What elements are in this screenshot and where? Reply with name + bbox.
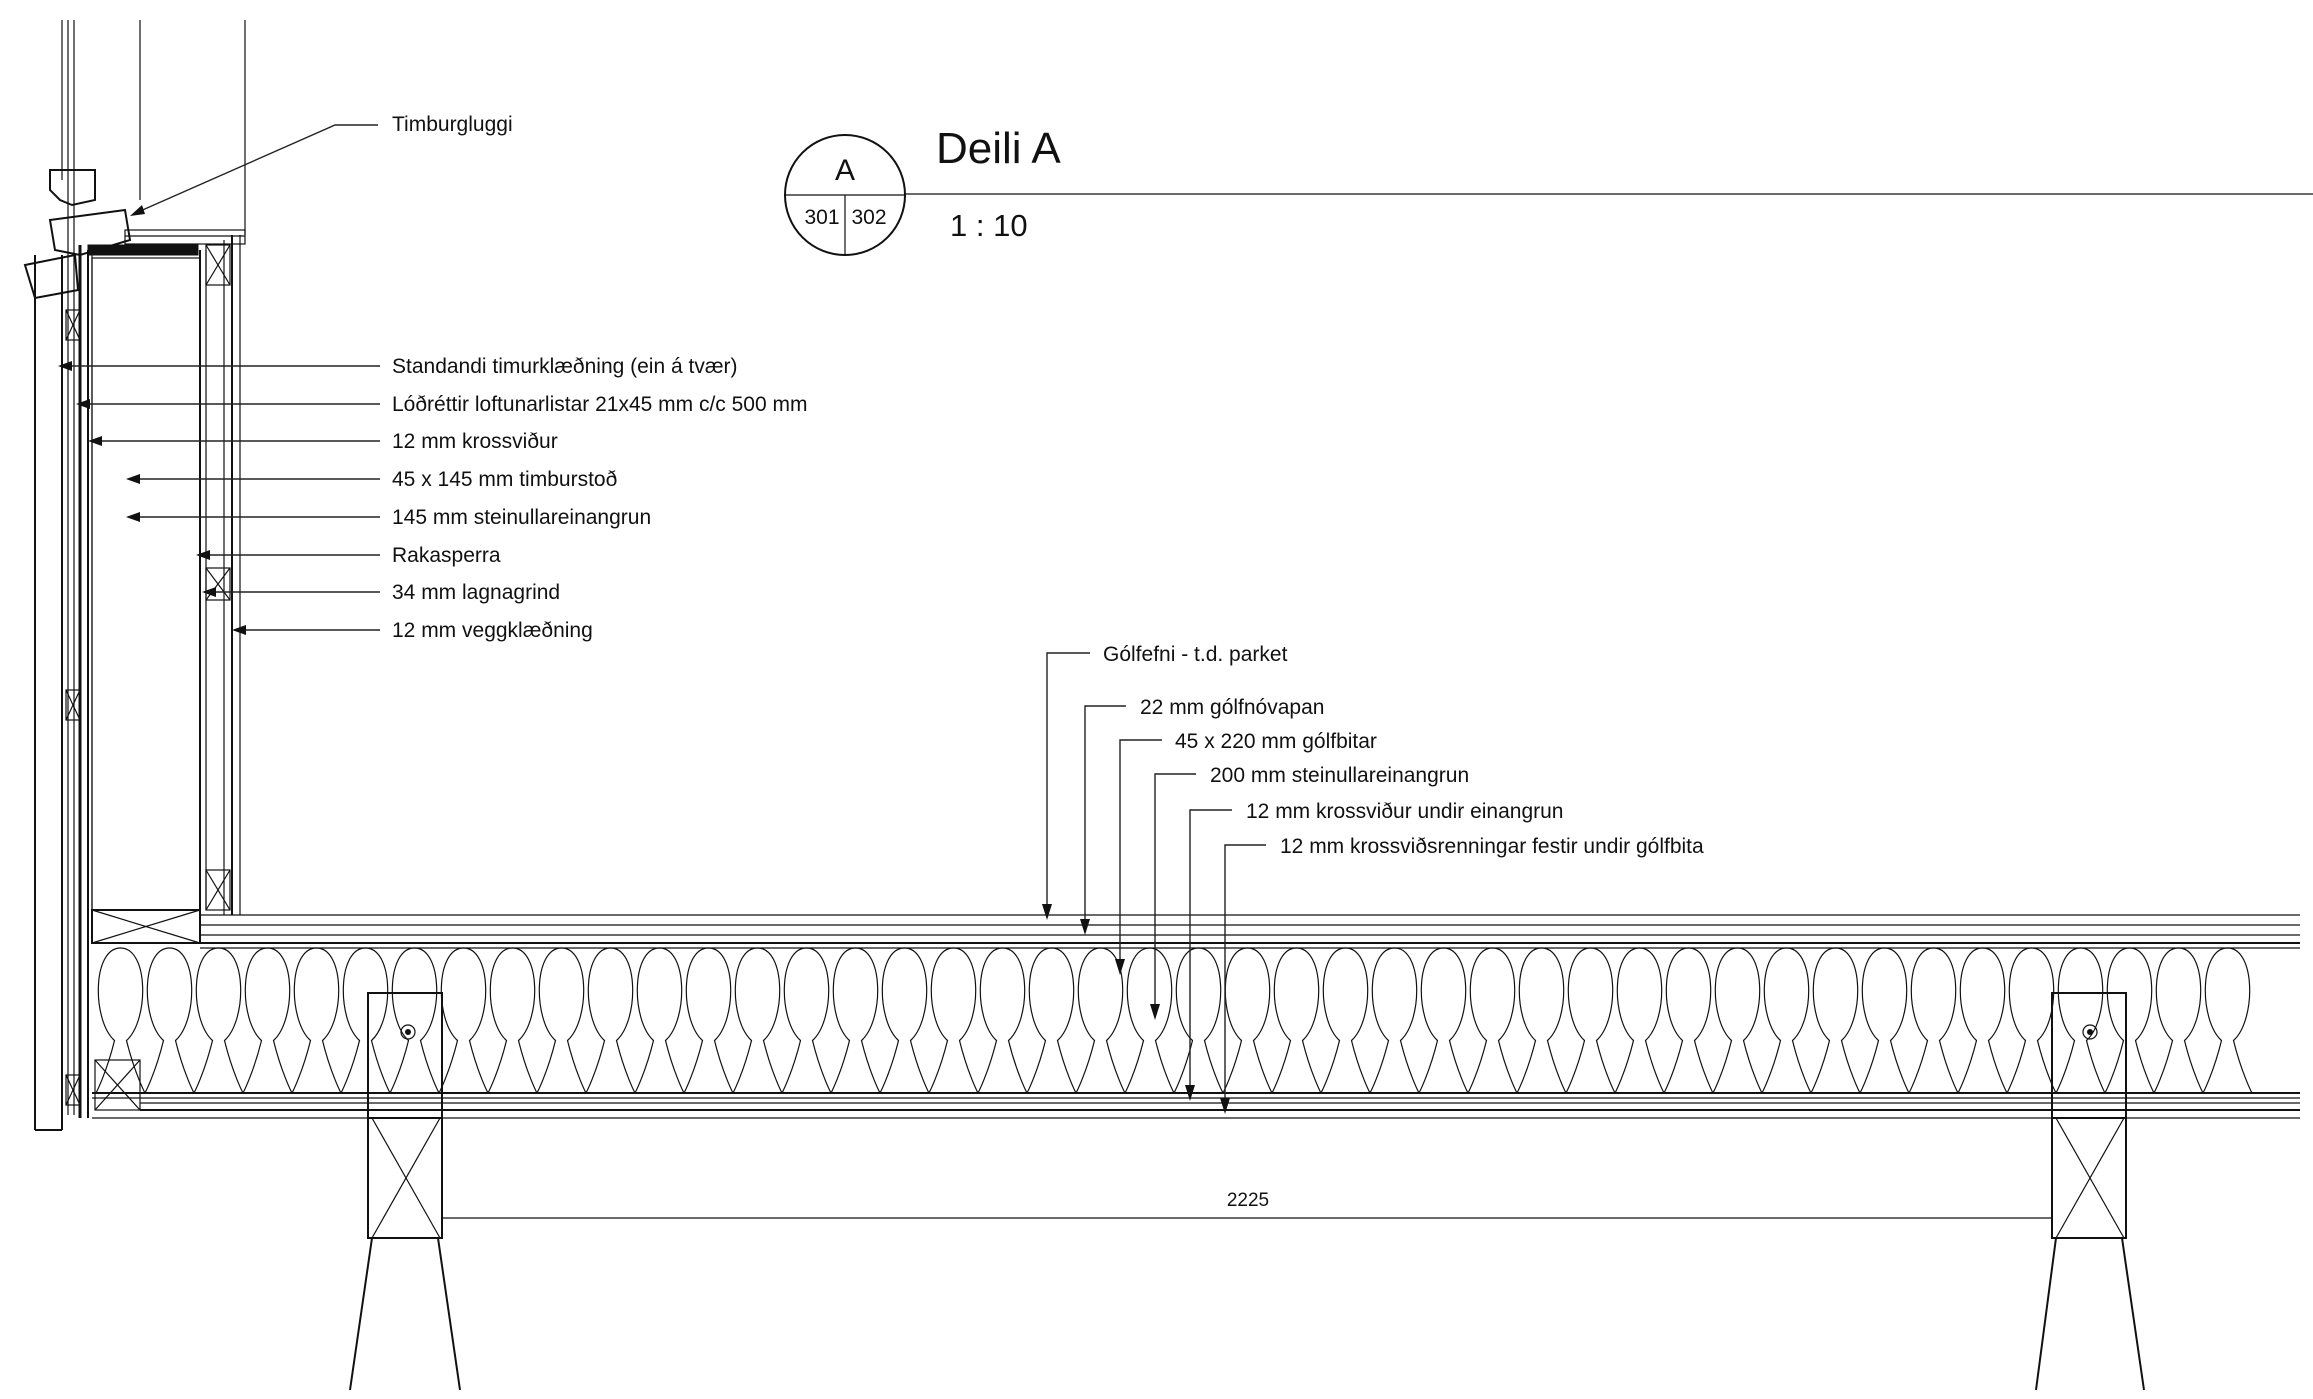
dimension-value: 2225 — [1227, 1190, 1269, 1211]
insulation-hatch — [585, 947, 636, 1094]
floor-layer-callouts: Gólfefni - t.d. parket 22 mm gólfnóvapan… — [1042, 643, 1704, 1114]
insulation-hatch — [1222, 947, 1273, 1094]
insulation-hatch — [1124, 947, 1175, 1094]
insulation-hatch — [2055, 947, 2106, 1094]
detail-title-block: A 301 302 Deili A 1 : 10 — [784, 124, 2313, 256]
detail-ref-right: 302 — [851, 206, 886, 229]
joist-support-left — [349, 992, 461, 1391]
detail-scale: 1 : 10 — [950, 208, 1028, 243]
detail-title: Deili A — [936, 124, 1061, 173]
wall-layer-label: 145 mm steinullareinangrun — [392, 506, 651, 529]
insulation-hatch — [2006, 947, 2057, 1094]
insulation-hatch — [1173, 947, 1224, 1094]
insulation-hatch — [1761, 947, 1812, 1094]
insulation-hatch — [2202, 947, 2253, 1094]
insulation-hatch — [1320, 947, 1371, 1094]
insulation-hatch — [536, 947, 587, 1094]
insulation-hatch — [2104, 947, 2155, 1094]
insulation-hatch — [193, 947, 244, 1094]
insulation-hatch — [1712, 947, 1763, 1094]
wall-layer-label: 12 mm veggklæðning — [392, 619, 593, 642]
insulation-hatch — [732, 947, 783, 1094]
insulation-hatch — [977, 947, 1028, 1094]
floor-layer-label: 22 mm gólfnóvapan — [1140, 696, 1324, 719]
insulation-hatch — [389, 947, 440, 1094]
insulation-hatch — [1565, 947, 1616, 1094]
insulation-hatch — [879, 947, 930, 1094]
floor-layer-label: 12 mm krossviður undir einangrun — [1246, 800, 1563, 823]
wall-layer-callouts: Standandi timurklæðning (ein á tvær) Lóð… — [58, 355, 808, 642]
insulation-hatch — [1908, 947, 1959, 1094]
insulation-hatch — [1516, 947, 1567, 1094]
insulation-hatch — [144, 947, 195, 1094]
insulation-hatch — [1810, 947, 1861, 1094]
insulation-hatch — [1271, 947, 1322, 1094]
floor-section: 2225 — [92, 914, 2300, 1391]
wall-layer-label: 45 x 145 mm timburstoð — [392, 468, 617, 491]
insulation-hatch — [487, 947, 538, 1094]
joist-support-right — [2035, 992, 2145, 1391]
insulation-hatch — [1859, 947, 1910, 1094]
insulation-hatch — [1614, 947, 1665, 1094]
floor-layer-label: Gólfefni - t.d. parket — [1103, 643, 1288, 666]
insulation-hatch — [634, 947, 685, 1094]
window-callout: Timburgluggi — [130, 113, 513, 216]
window-label: Timburgluggi — [392, 113, 513, 136]
wall-layer-label: Standandi timurklæðning (ein á tvær) — [392, 355, 738, 378]
insulation-hatch — [1026, 947, 1077, 1094]
floor-layer-label: 45 x 220 mm gólfbitar — [1175, 730, 1377, 753]
insulation-hatch — [95, 947, 146, 1094]
insulation-hatch — [340, 947, 391, 1094]
wall-layer-label: Rakasperra — [392, 544, 501, 567]
floor-layer-label: 200 mm steinullareinangrun — [1210, 764, 1469, 787]
insulation-hatch — [1663, 947, 1714, 1094]
wall-layer-label: Lóðréttir loftunarlistar 21x45 mm c/c 50… — [392, 393, 808, 416]
wall-section — [23, 20, 246, 1131]
insulation-hatch — [1418, 947, 1469, 1094]
insulation-hatch — [1369, 947, 1420, 1094]
insulation-hatch — [438, 947, 489, 1094]
floor-layer-label: 12 mm krossviðsrenningar festir undir gó… — [1280, 835, 1704, 858]
insulation-hatch — [1075, 947, 1126, 1094]
insulation-hatch — [781, 947, 832, 1094]
insulation-hatch — [830, 947, 881, 1094]
insulation-hatch — [928, 947, 979, 1094]
insulation-hatch — [242, 947, 293, 1094]
wall-layer-label: 12 mm krossviður — [392, 430, 558, 453]
dimension-line: 2225 — [442, 1190, 2052, 1219]
wall-layer-label: 34 mm lagnagrind — [392, 581, 560, 604]
insulation-hatch — [291, 947, 342, 1094]
insulation-hatch — [1467, 947, 1518, 1094]
detail-ref-left: 301 — [804, 206, 839, 229]
insulation-hatch — [1957, 947, 2008, 1094]
insulation-hatch — [683, 947, 734, 1094]
detail-letter: A — [835, 154, 855, 187]
insulation-hatch — [2153, 947, 2204, 1094]
